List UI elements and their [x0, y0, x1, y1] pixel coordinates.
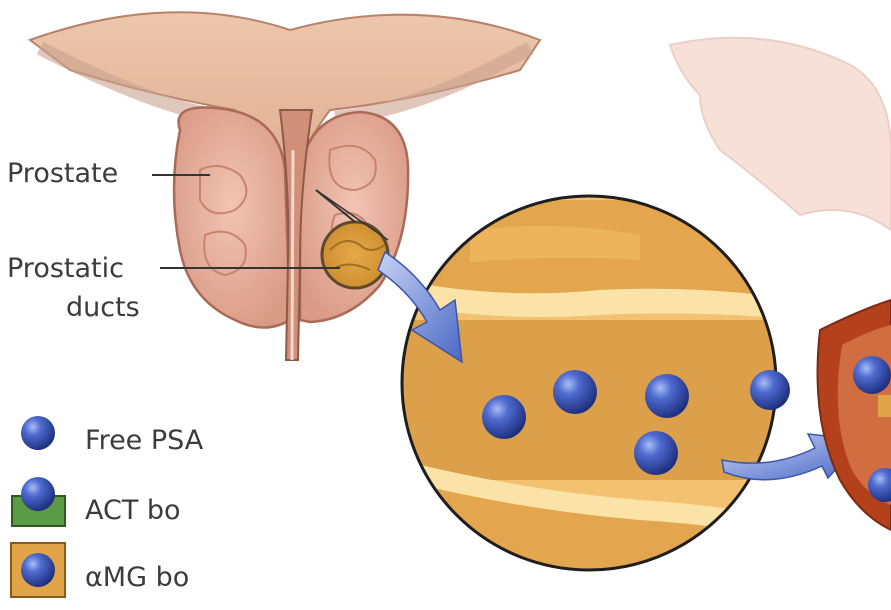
- legend-free-psa-symbol: [21, 416, 55, 450]
- prostatic-ducts-label-line1: Prostatic: [7, 253, 124, 284]
- background-tissue: [668, 36, 891, 232]
- flow-arrow-down: [377, 250, 463, 364]
- magnified-duct-view: [400, 194, 778, 572]
- legend-amg-label: αMG bo: [85, 562, 190, 593]
- blood-vessel: [816, 298, 891, 532]
- prostate-label: Prostate: [7, 158, 119, 189]
- legend-act-label: ACT bo: [85, 495, 181, 526]
- legend-amg-symbol: [10, 542, 66, 598]
- psa-sphere: [645, 374, 689, 418]
- legend-free-psa-label: Free PSA: [85, 425, 204, 456]
- psa-sphere: [868, 468, 891, 502]
- duct-spot: [315, 189, 390, 290]
- legend-act-symbol: [11, 477, 66, 527]
- psa-sphere: [634, 431, 678, 475]
- psa-spheres: [482, 370, 790, 475]
- psa-sphere: [553, 370, 597, 414]
- psa-sphere: [853, 356, 891, 394]
- psa-sphere: [482, 395, 526, 439]
- prostatic-ducts-label-line2: ducts: [66, 292, 140, 323]
- psa-sphere: [750, 370, 790, 410]
